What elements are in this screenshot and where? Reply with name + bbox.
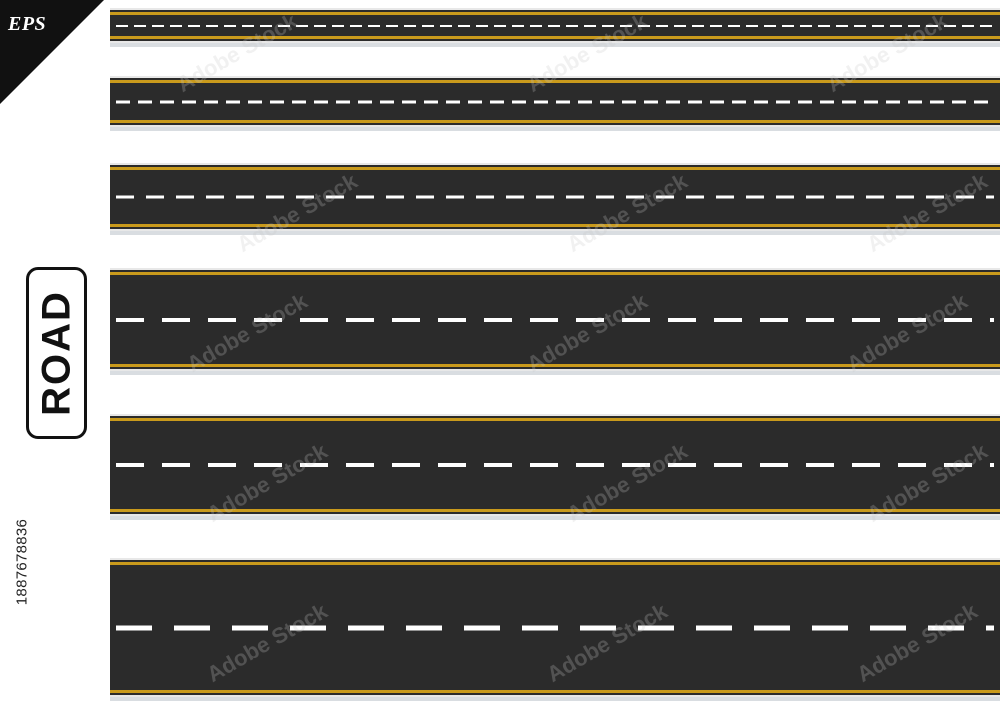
- center-dashed-line: [116, 317, 994, 322]
- road-rim: [110, 76, 1000, 78]
- edge-line-top: [110, 12, 1000, 15]
- road-rim: [110, 229, 1000, 231]
- road-1: [110, 8, 1000, 43]
- edge-line-bottom: [110, 120, 1000, 123]
- road-rim: [110, 8, 1000, 10]
- road-rim: [110, 514, 1000, 516]
- road-rim: [110, 268, 1000, 270]
- edge-line-top: [110, 80, 1000, 83]
- center-dashed-line: [116, 100, 994, 103]
- eps-label: EPS: [8, 13, 47, 35]
- road-sign: ROAD: [26, 267, 87, 439]
- edge-line-top: [110, 167, 1000, 170]
- road-rim: [110, 414, 1000, 416]
- road-rim: [110, 558, 1000, 560]
- road-5: [110, 414, 1000, 516]
- edge-line-bottom: [110, 690, 1000, 693]
- edge-line-top: [110, 562, 1000, 565]
- road-rim: [110, 163, 1000, 165]
- road-6: [110, 558, 1000, 697]
- center-dashed-line: [116, 24, 994, 27]
- edge-line-top: [110, 418, 1000, 421]
- eps-corner-badge: [0, 0, 104, 104]
- edge-line-bottom: [110, 509, 1000, 512]
- road-sign-label: ROAD: [34, 290, 78, 416]
- road-rim: [110, 125, 1000, 127]
- road-3: [110, 163, 1000, 231]
- road-rim: [110, 695, 1000, 697]
- edge-line-bottom: [110, 224, 1000, 227]
- edge-line-bottom: [110, 364, 1000, 367]
- edge-line-bottom: [110, 36, 1000, 39]
- road-rim: [110, 41, 1000, 43]
- center-dashed-line: [116, 195, 994, 199]
- stock-id-text: 1887678836: [13, 518, 31, 606]
- center-dashed-line: [116, 625, 994, 630]
- road-2: [110, 76, 1000, 127]
- stock-id: 1887678836: [12, 462, 32, 662]
- road-4: [110, 268, 1000, 371]
- road-rim: [110, 369, 1000, 371]
- center-dashed-line: [116, 463, 994, 467]
- edge-line-top: [110, 272, 1000, 275]
